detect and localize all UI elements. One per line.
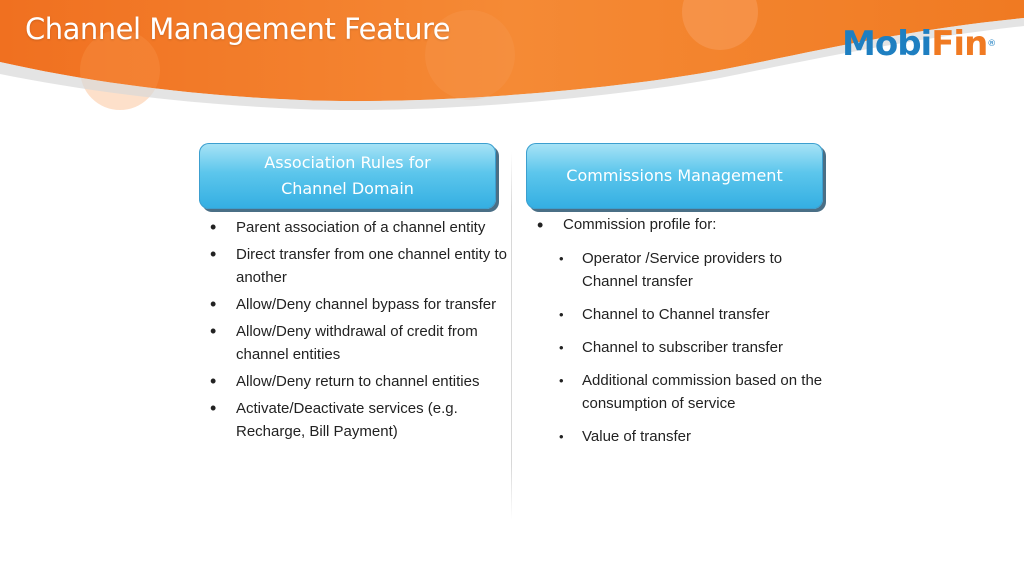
association-rules-list: •Parent association of a channel entity … [210,216,510,447]
sub-bullet-icon: • [559,251,564,266]
list-item: • Activate/Deactivate services (e.g. Rech… [210,397,510,443]
commissions-management-header: Commissions Management [526,143,823,209]
list-item-text: Allow/Deny return to channel entities [236,373,480,390]
list-item-text: Allow/Deny withdrawal of credit from cha… [236,323,478,363]
sub-list-item: • Value of transfer [537,425,827,448]
commissions-list: • Commission profile for: • Operator /Serv… [537,215,827,458]
sub-list-item-text: Value of transfer [582,428,691,445]
sub-list-item-text: Channel to Channel transfer [582,306,770,323]
list-item: • Allow/Deny channel bypass for transfer [210,293,510,316]
list-item: • Allow/Deny return to channel entities [210,370,510,393]
bullet-icon: • [210,398,217,418]
sub-bullet-icon: • [559,340,564,355]
bullet-icon: • [210,244,217,264]
header-banner: Channel Management Feature MobiFin® [0,0,1024,120]
bullet-icon: • [210,321,217,341]
list-item-text: Direct transfer from one channel entity … [236,246,507,286]
list-item-text: Parent association of a channel entity [236,219,486,236]
list-item-text: Commission profile for: [563,216,717,233]
list-item: • Allow/Deny withdrawal of credit from ch… [210,320,510,366]
list-item: • Direct transfer from one channel entity… [210,243,510,289]
sub-list-item: • Channel to subscriber transfer [537,336,827,359]
list-item: • Commission profile for: [537,215,827,235]
association-rules-header: Association Rules for Channel Domain [199,143,496,209]
logo-mobi: Mobi [842,24,932,64]
bullet-icon: • [537,215,544,235]
list-item-text: Allow/Deny channel bypass for transfer [236,296,497,313]
bullet-icon: • [210,294,217,314]
list-item: • Parent association of a channel entity [210,216,510,239]
sub-bullet-icon: • [559,307,564,322]
slide-title: Channel Management Feature [25,12,451,46]
association-header-line2: Channel Domain [281,179,414,198]
sub-list-item: • Channel to Channel transfer [537,303,827,326]
commissions-header-label: Commissions Management [566,166,783,185]
sub-list-item: • Additional commission based on the cons… [537,369,827,415]
association-header-line1: Association Rules for [264,153,431,172]
sub-list-item-text: Operator /Service providers to Channel t… [582,250,783,290]
logo-fin: Fin [931,24,988,64]
mobifin-logo: MobiFin® [842,24,996,64]
bullet-icon: • [210,217,217,237]
sub-bullet-icon: • [559,373,564,388]
list-item-text: Activate/Deactivate services (e.g. Recha… [236,400,458,440]
sub-bullet-icon: • [559,429,564,444]
column-divider [511,152,512,520]
sub-list-item-text: Channel to subscriber transfer [582,339,783,356]
sub-list-item: • Operator /Service providers to Channel … [537,247,827,293]
logo-registered-mark: ® [987,39,997,49]
banner-background [0,0,1024,111]
bullet-icon: • [210,371,217,391]
sub-list-item-text: Additional commission based on the consu… [582,372,823,412]
